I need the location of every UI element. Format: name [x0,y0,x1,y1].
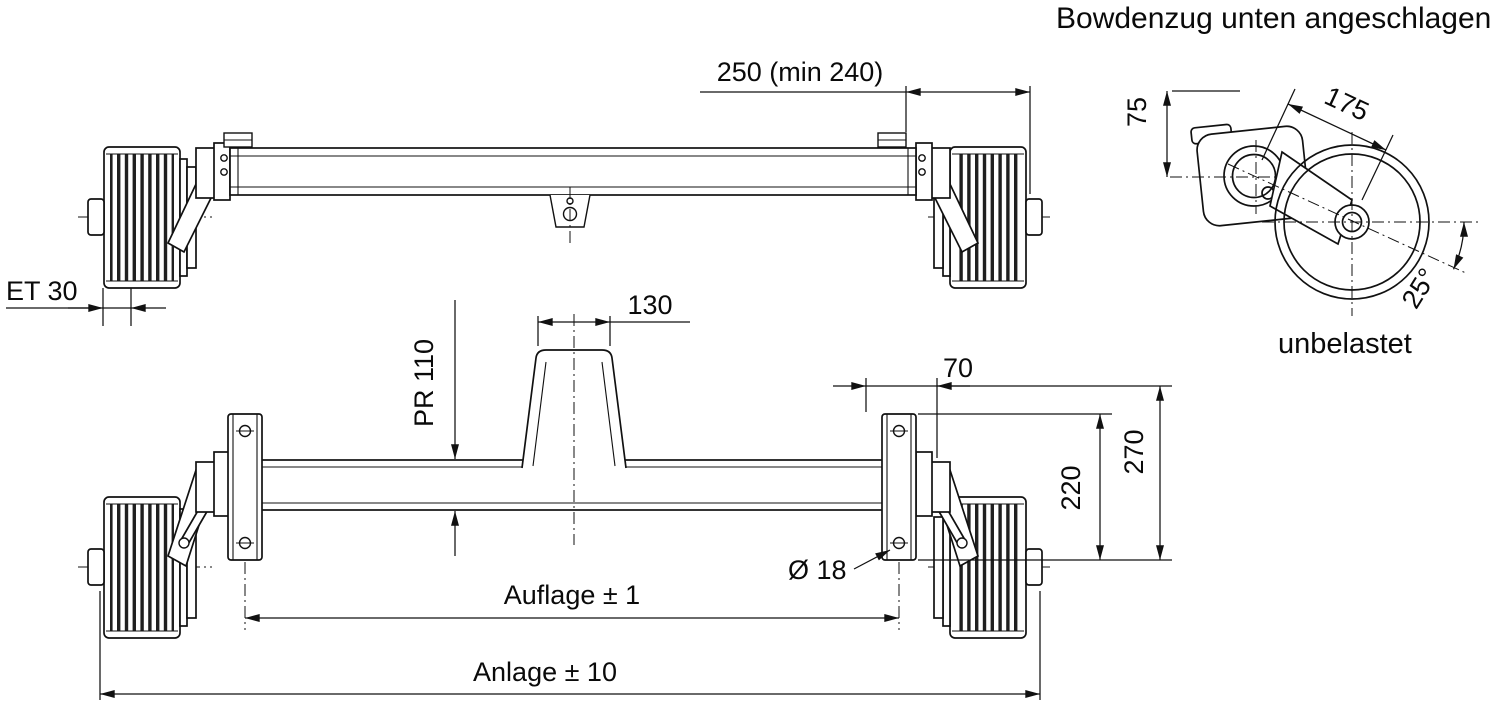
dim-hole-diameter-label: Ø 18 [788,555,847,585]
dim-arm-length-label: 175 [1320,81,1374,127]
dim-arm-height-label: 75 [1122,97,1152,127]
detail-title: Bowdenzug unten angeschlagen [1056,2,1491,35]
detail-caption: unbelastet [1278,328,1412,360]
dim-bracket-offset: 70 [833,353,1172,458]
left-mounting-plate [227,413,263,561]
dim-contact-distance-label: Anlage ± 10 [473,657,617,687]
dim-arm-angle: 25° [1396,221,1468,314]
dim-mast-width-label: 130 [627,290,672,320]
dim-overhang: 250 (min 240) [700,57,1031,194]
right-top-bracket [877,132,907,148]
dim-flange-offset-label: ET 30 [6,276,78,306]
dim-mast-width: 130 [537,290,690,346]
dim-flange-offset: ET 30 [6,276,166,326]
axle-beam [229,147,917,196]
dim-bracket-offset-label: 70 [943,353,973,383]
central-support-mast [521,314,627,545]
dim-overhang-label: 250 (min 240) [717,57,884,87]
dim-support-distance: Auflage ± 1 [244,562,900,630]
left-swing-arm [166,142,231,254]
brake-cable-bracket [549,187,591,243]
right-mounting-plate [881,413,917,561]
dim-hole-spacing-label: 220 [1056,465,1086,510]
detail-view: Bowdenzug unten angeschlagen [1056,2,1491,360]
dim-tube-profile: PR 110 [409,300,459,556]
dim-bracket-span: 270 [1119,385,1164,561]
dim-support-distance-label: Auflage ± 1 [504,580,640,610]
dim-hole-spacing: 220 [918,413,1172,561]
dim-bracket-span-label: 270 [1119,429,1149,474]
dim-tube-profile-label: PR 110 [409,339,439,427]
detail-wheel [1227,132,1478,316]
right-swing-arm [915,142,980,254]
dim-hole-diameter: Ø 18 [788,549,891,585]
dim-arm-height: 75 [1122,90,1240,178]
plan-view [78,314,1054,639]
left-top-bracket [223,132,253,148]
side-view [78,132,1054,289]
dim-contact-distance: Anlage ± 10 [99,591,1041,700]
dim-arm-angle-label: 25° [1396,263,1443,314]
